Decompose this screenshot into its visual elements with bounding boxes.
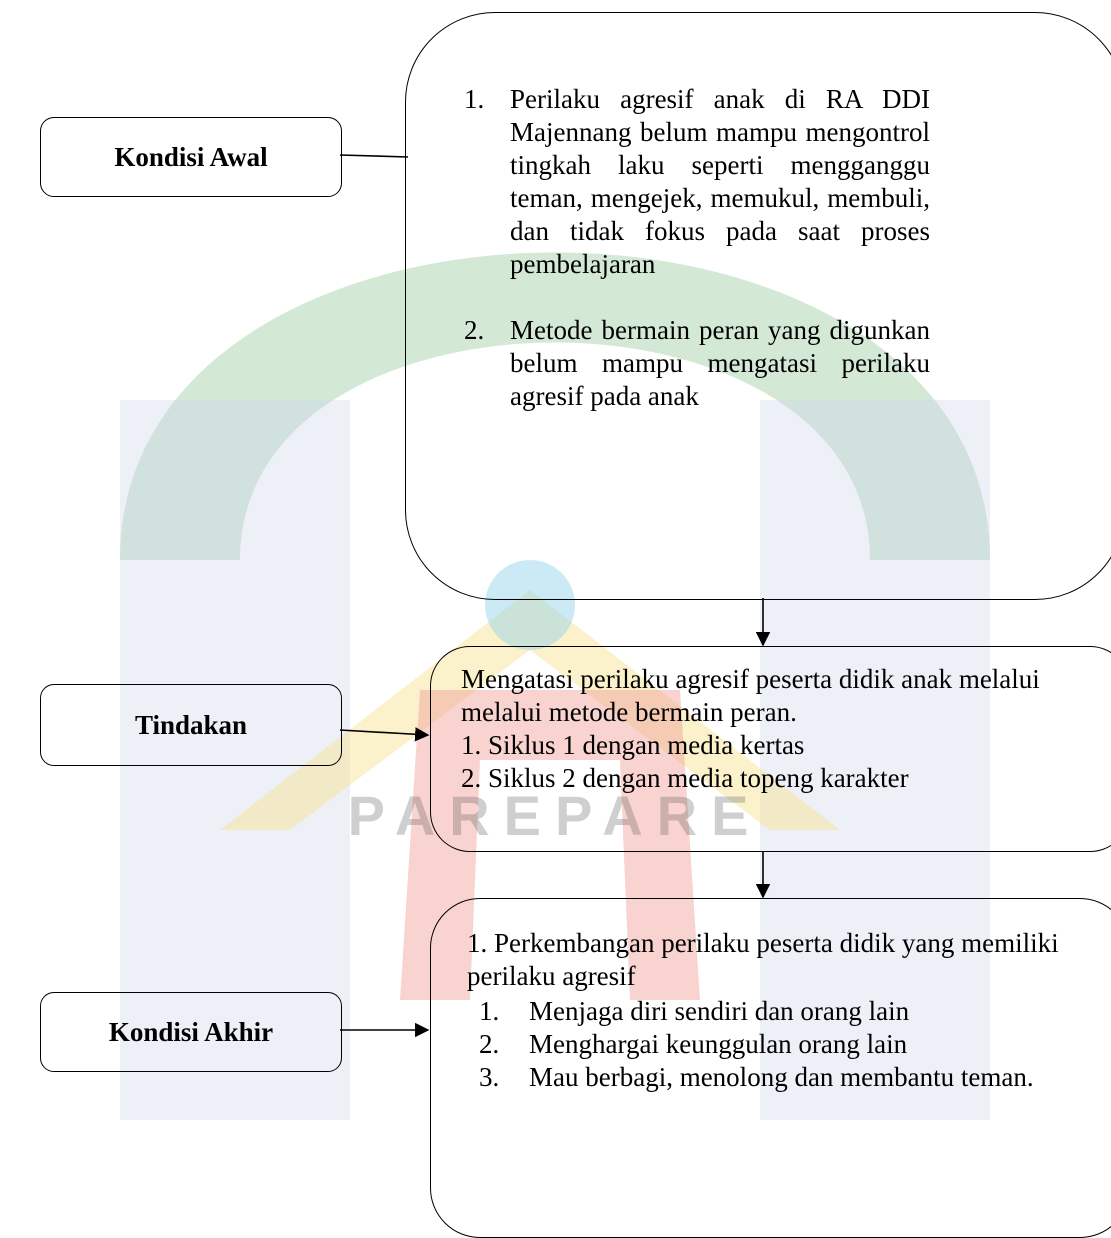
- tindakan-box: Mengatasi perilaku agresif peserta didik…: [430, 646, 1111, 852]
- kondisi-awal-list: 1. Perilaku agresif anak di RA DDI Majen…: [464, 83, 930, 413]
- kondisi-akhir-item: 3. Mau berbagi, menolong dan membantu te…: [467, 1061, 1093, 1094]
- kondisi-awal-item: 1. Perilaku agresif anak di RA DDI Majen…: [464, 83, 930, 281]
- kondisi-akhir-item: 2. Menghargai keunggulan orang lain: [467, 1028, 1093, 1061]
- watermark-arch: [120, 252, 990, 560]
- label-kondisi-akhir-text: Kondisi Akhir: [108, 1016, 274, 1047]
- arrow-tindakan: [339, 727, 430, 742]
- watermark-pillar-left: [120, 400, 350, 1120]
- list-text: Metode bermain peran yang digunkan belum…: [510, 315, 930, 411]
- label-kondisi-akhir: Kondisi Akhir: [40, 992, 342, 1072]
- kondisi-akhir-item: 1. Menjaga diri sendiri dan orang lain: [467, 995, 1093, 1028]
- list-number: 2.: [464, 315, 485, 345]
- kondisi-awal-box: 1. Perilaku agresif anak di RA DDI Majen…: [405, 12, 1111, 600]
- list-text: Menghargai keunggulan orang lain: [529, 1029, 908, 1059]
- watermark-dot: [485, 560, 575, 650]
- list-number: 3.: [479, 1062, 500, 1092]
- kondisi-awal-item: 2. Metode bermain peran yang digunkan be…: [464, 314, 930, 413]
- watermark-pillar-right: [760, 400, 990, 1120]
- flow-diagram: Kondisi Awal Tindakan Kondisi Akhir 1. P…: [40, 12, 1111, 1238]
- watermark-text: PAREPARE: [348, 784, 763, 847]
- kondisi-akhir-intro: 1. Perkembangan perilaku peserta didik y…: [467, 928, 1059, 991]
- tindakan-item: 1. Siklus 1 dengan media kertas: [461, 730, 805, 760]
- label-tindakan-text: Tindakan: [134, 709, 248, 740]
- connector-kondisi-awal: [339, 154, 409, 158]
- list-number: 1.: [479, 996, 500, 1026]
- list-text: Mau berbagi, menolong dan membantu teman…: [529, 1062, 1034, 1092]
- kondisi-akhir-list: 1. Menjaga diri sendiri dan orang lain 2…: [467, 995, 1093, 1094]
- tindakan-item: 2. Siklus 2 dengan media topeng karakter: [461, 763, 909, 793]
- watermark-emblem: [400, 690, 700, 1000]
- list-text: Perilaku agresif anak di RA DDI Majennan…: [510, 84, 930, 279]
- kondisi-akhir-box: 1. Perkembangan perilaku peserta didik y…: [430, 898, 1111, 1238]
- label-kondisi-awal: Kondisi Awal: [40, 117, 342, 197]
- watermark-logo: PAREPARE: [120, 252, 990, 1120]
- list-number: 1.: [464, 84, 485, 114]
- connectors: [339, 154, 771, 1038]
- list-number: 2.: [479, 1029, 500, 1059]
- label-tindakan: Tindakan: [40, 684, 342, 766]
- list-text: Menjaga diri sendiri dan orang lain: [529, 996, 910, 1026]
- label-kondisi-awal-text: Kondisi Awal: [114, 141, 268, 172]
- tindakan-intro: Mengatasi perilaku agresif peserta didik…: [461, 664, 1040, 727]
- watermark-shape: [220, 590, 840, 830]
